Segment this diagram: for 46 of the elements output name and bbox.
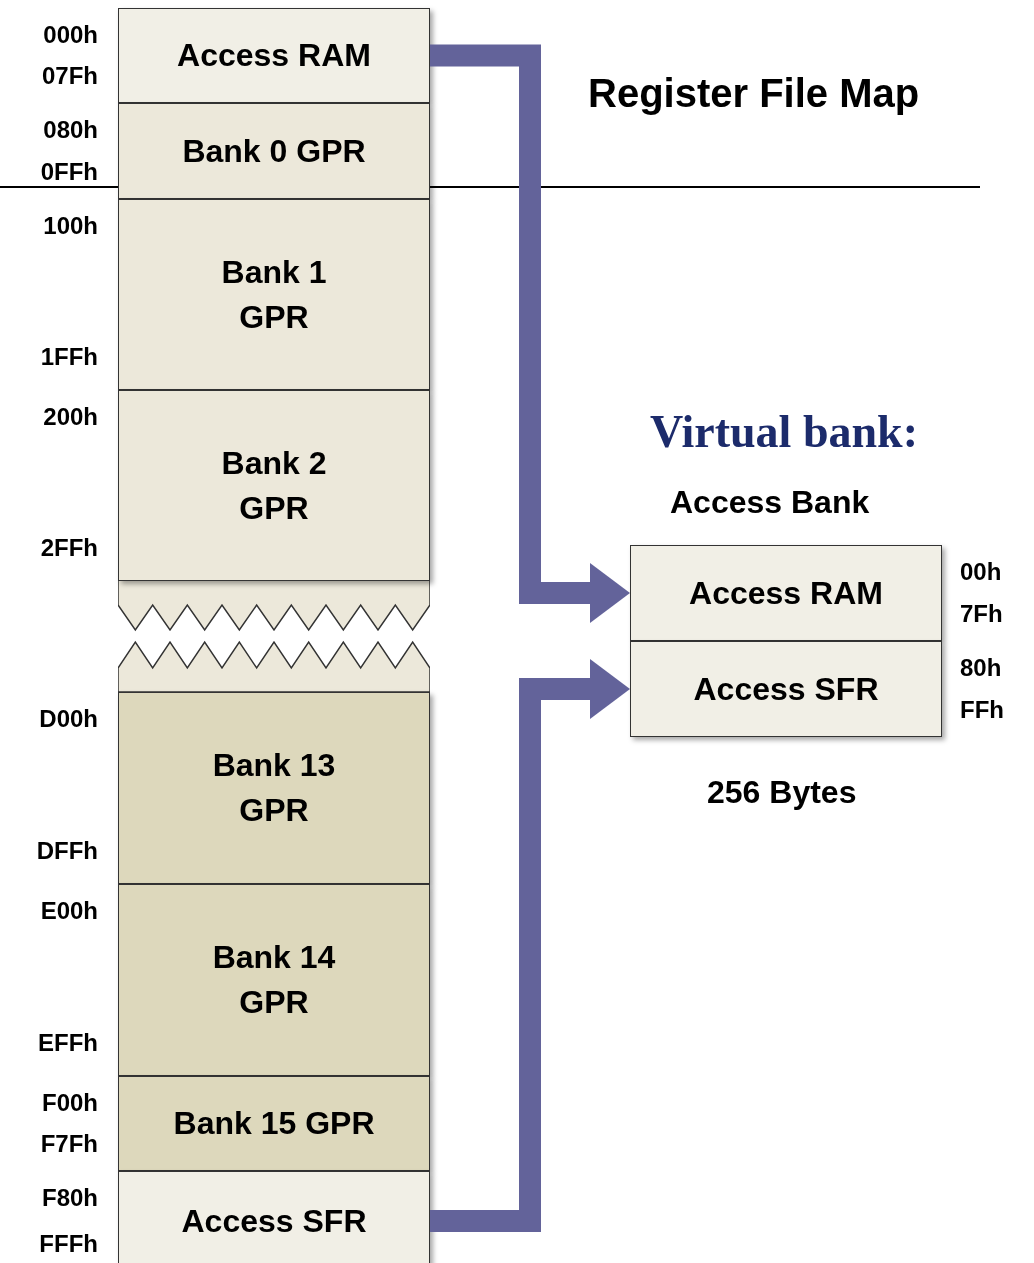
address-label: E00h [39,896,98,926]
bank-label: Access SFR [693,669,879,709]
address-label: DFFh [35,836,98,866]
bank-label: Access RAM [177,36,371,75]
memory-bank-box [118,8,430,103]
memory-bank-box [118,884,430,1076]
memory-bank-box [118,1076,430,1171]
bank-label: Bank 1 GPR [220,252,328,337]
memory-bank-box [118,390,430,581]
address-label: 200h [42,402,98,432]
address-label: 080h [42,115,98,145]
address-label: FFFh [38,1229,98,1259]
bank-label: Bank 2 GPR [220,443,328,528]
bank-label: Bank 13 GPR [211,746,337,830]
memory-bank-box [118,103,430,199]
address-label: 07Fh [41,61,98,91]
address-label: D00h [38,704,98,734]
thick-arrow [430,44,630,623]
bank-label: Access SFR [181,1201,367,1241]
memory-bank-box [630,641,942,737]
address-label: F80h [41,1183,98,1213]
bank-heading: Access Bank [670,483,870,522]
memory-bank-box [118,692,430,884]
address-label: 00h [960,557,1003,587]
diagram-title: Register File Map [588,70,920,117]
address-label: 1FFh [39,342,98,372]
address-label: 7Fh [960,599,1004,629]
address-label: 2FFh [39,533,98,563]
bank-label: Bank 14 GPR [211,938,337,1022]
bank-label: Bank 15 GPR [173,1104,375,1143]
address-label: F7Fh [39,1129,98,1159]
bank-label: Access RAM [689,573,883,613]
address-label: 80h [960,653,1003,683]
address-label: 0FFh [39,157,98,187]
size-label: 256 Bytes [707,773,857,812]
memory-bank-box [118,199,430,390]
address-label: EFFh [37,1028,98,1058]
address-label: 000h [42,20,98,50]
bank-label: Bank 0 GPR [182,131,366,171]
address-label: 100h [42,211,98,241]
section-heading: Virtual bank: [650,405,918,459]
memory-bank-box [630,545,942,641]
address-label: FFh [960,695,1005,725]
address-label: F00h [41,1088,98,1118]
memory-bank-box [118,1171,430,1263]
thick-arrow [430,659,630,1232]
